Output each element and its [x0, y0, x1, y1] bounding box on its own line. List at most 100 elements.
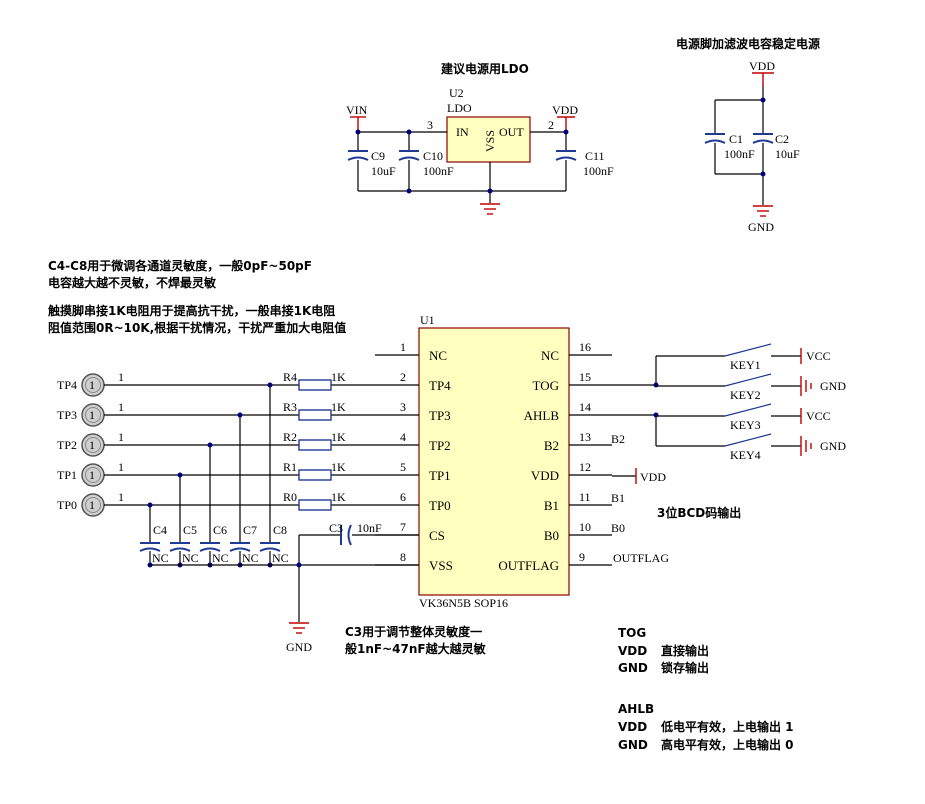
legend: TOG VDD 直接输出 GND 锁存输出 AHLB VDD 低电平有效，上电输… [618, 626, 794, 752]
c1-ref: C1 [729, 132, 743, 146]
touch-pin-number: 1 [118, 430, 124, 444]
capacitor-tune [139, 542, 161, 552]
main-gnd-symbol [289, 622, 309, 634]
capacitor-tune [199, 542, 221, 552]
tune-cap-ref: C7 [243, 523, 257, 537]
capacitor-tune [259, 542, 281, 552]
u1-right-pin-name: OUTFLAG [498, 558, 559, 573]
junction-dot [406, 188, 412, 194]
capacitor-c3 [340, 524, 352, 546]
touch-pad: 1 [81, 373, 105, 397]
u1-left-pin-name: CS [429, 528, 445, 543]
capacitor-tune [169, 542, 191, 552]
u1-body [418, 327, 570, 596]
u1-left-pin-name: TP4 [429, 378, 451, 393]
c11-ref: C11 [585, 149, 605, 163]
filter-gnd-symbol [753, 205, 773, 217]
junction-dot [237, 412, 243, 418]
gnd-symbol [800, 436, 812, 456]
vin-label: VIN [346, 103, 368, 117]
u1-right-pin-name: VDD [531, 468, 559, 483]
net-outflag: OUTFLAG [613, 551, 669, 565]
u1-right-pin-number: 12 [579, 460, 591, 474]
u1-right-pin-name: TOG [533, 378, 559, 393]
filter-title: 电源脚加滤波电容稳定电源 [676, 36, 820, 51]
notes: C4-C8用于微调各通道灵敏度，一般0pF~50pF 电容越大越不灵敏，不焊最灵… [48, 258, 741, 656]
tune-cap-val: NC [272, 551, 289, 565]
u1-right-pin-number: 16 [579, 340, 591, 354]
junction-dot [487, 188, 493, 194]
capacitor-c2 [752, 133, 774, 144]
u1-left-pin-number: 3 [400, 400, 406, 414]
resistor [298, 409, 332, 421]
u1-right-pin-number: 10 [579, 520, 591, 534]
u1-left-pin-number: 2 [400, 370, 406, 384]
filter-section: 电源脚加滤波电容稳定电源 VDD C1 100nF C2 10uF GND [676, 36, 820, 234]
junction-dot [177, 472, 183, 478]
ldo-gnd-symbol [480, 203, 500, 215]
ldo-section: 建议电源用LDO U2 LDO VIN VDD IN OUT VSS 3 2 [346, 61, 614, 215]
touch-pad-ref: TP1 [57, 468, 77, 482]
note-bcd: 3位BCD码输出 [657, 505, 741, 520]
u1-left-pin-name: TP2 [429, 438, 451, 453]
tune-cap-ref: C5 [183, 523, 197, 537]
key-ref: KEY3 [730, 418, 761, 432]
net-vdd: VDD [640, 470, 666, 484]
tune-cap-val: NC [242, 551, 259, 565]
junction-dot [147, 502, 153, 508]
capacitor-c11 [555, 150, 577, 161]
junction-dot [653, 382, 659, 388]
c2-val: 10uF [775, 147, 800, 161]
junction-dot [406, 129, 412, 135]
legend-ahlb-val-1: 高电平有效，上电输出 0 [661, 737, 794, 752]
u1-left-pin-number: 1 [400, 340, 406, 354]
main-gnd-label: GND [286, 640, 312, 654]
u2-ref: U2 [449, 86, 464, 100]
key-net-label: GND [820, 439, 846, 453]
u1-right-pin-number: 9 [579, 550, 585, 564]
u1-left-pin-number: 7 [400, 520, 406, 534]
touch-pad-ref: TP3 [57, 408, 77, 422]
resistor-val: 1K [331, 490, 346, 504]
resistor [298, 499, 332, 511]
junction-dot [760, 97, 766, 103]
junction-dot [760, 171, 766, 177]
capacitor-tune [229, 542, 251, 552]
right-nets: B2 VDD B1 B0 OUTFLAG [611, 432, 669, 565]
c3-ref: C3 [329, 521, 343, 535]
legend-tog-key-0: VDD [618, 644, 647, 658]
note-caps-1: C4-C8用于微调各通道灵敏度，一般0pF~50pF [48, 258, 312, 273]
u1-left-pin-number: 6 [400, 490, 406, 504]
c9-val: 10uF [371, 164, 396, 178]
legend-tog-val-1: 锁存输出 [661, 660, 709, 675]
resistor-ref: R1 [283, 460, 297, 474]
touch-pin-number: 1 [118, 460, 124, 474]
u1-right-pin-number: 14 [579, 400, 591, 414]
c10-val: 100nF [423, 164, 454, 178]
junction-dot [267, 382, 273, 388]
touch-pad-pin: 1 [89, 438, 95, 452]
key-ref: KEY4 [730, 448, 761, 462]
c10-ref: C10 [423, 149, 443, 163]
u1-left-pin-name: TP3 [429, 408, 451, 423]
resistor-ref: R0 [283, 490, 297, 504]
touch-pad-ref: TP4 [57, 378, 77, 392]
key-switch [724, 343, 772, 357]
u1-right-pin-name: NC [541, 348, 559, 363]
ldo-pin-out-no: 2 [548, 118, 554, 132]
tune-cap-val: NC [182, 551, 199, 565]
junction-dot [563, 129, 569, 135]
touch-pad-pin: 1 [89, 378, 95, 392]
tune-cap-val: NC [212, 551, 229, 565]
touch-pad-ref: TP2 [57, 438, 77, 452]
ic-u1: U1 VK36N5B SOP16 1NC2TP43TP34TP25TP16TP0… [375, 313, 636, 610]
filter-vdd-label: VDD [749, 59, 775, 73]
touch-pad-ref: TP0 [57, 498, 77, 512]
ldo-body [446, 116, 531, 163]
u2-name: LDO [447, 101, 472, 115]
resistor-ref: R2 [283, 430, 297, 444]
resistor-ref: R4 [283, 370, 297, 384]
c3-val: 10nF [357, 521, 382, 535]
key-net-label: VCC [806, 349, 831, 363]
note-c3-2: 般1nF~47nF越大越灵敏 [345, 641, 487, 656]
